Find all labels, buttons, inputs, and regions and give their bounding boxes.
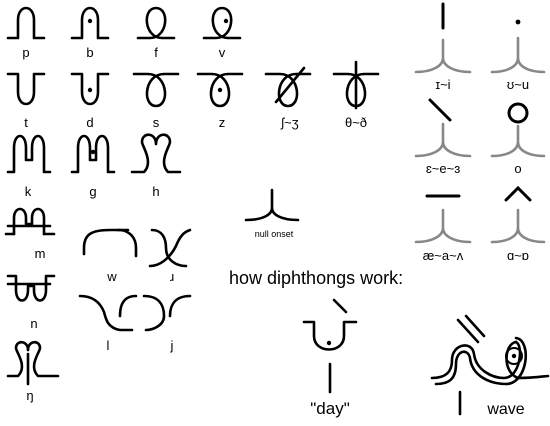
example-day-label: "day"	[310, 399, 349, 418]
label-vowel-ao: ɑ~ɒ	[507, 248, 529, 263]
glyph-r: ɹ	[148, 228, 192, 284]
label-g: g	[89, 184, 96, 199]
vowel-i: ɪ~i	[414, 2, 472, 92]
vowel-u: ʊ~u	[490, 19, 546, 92]
label-k: k	[25, 184, 32, 199]
glyph-g: g	[70, 134, 116, 199]
glyph-l: l	[78, 294, 138, 353]
glyph-h: h	[130, 133, 182, 199]
diphthong-heading: how diphthongs work:	[229, 268, 403, 288]
vowel-e: ɛ~e~ɜ	[414, 98, 472, 176]
null-onset-label: null onset	[255, 229, 294, 239]
vowel-o: o	[490, 102, 546, 176]
label-s: s	[153, 115, 160, 130]
glyph-k: k	[6, 134, 52, 199]
label-t: t	[24, 115, 28, 130]
glyph-ng: ŋ	[6, 340, 60, 403]
label-vowel-i: ɪ~i	[435, 77, 450, 92]
glyph-n: n	[6, 274, 56, 331]
label-j: j	[170, 338, 174, 353]
label-sh: ʃ~ʒ	[280, 115, 299, 130]
diphthong-example-day: "day"	[302, 298, 358, 418]
glyph-p: p	[6, 6, 46, 60]
diphthong-example-wave: wave	[430, 314, 550, 418]
label-vowel-a: æ~a~ʌ	[423, 248, 464, 263]
label-d: d	[86, 115, 93, 130]
glyph-b: b	[70, 6, 110, 60]
label-f: f	[154, 45, 158, 60]
glyph-w: w	[82, 228, 138, 284]
label-vowel-u: ʊ~u	[507, 77, 529, 92]
label-h: h	[152, 184, 159, 199]
glyph-m: m	[4, 207, 56, 261]
label-vowel-o: o	[514, 161, 521, 176]
glyph-j: j	[142, 294, 192, 353]
label-m: m	[35, 246, 46, 261]
label-vowel-e: ɛ~e~ɜ	[426, 161, 460, 176]
label-l: l	[107, 338, 110, 353]
label-n: n	[30, 316, 37, 331]
label-th: θ~ð	[345, 115, 367, 130]
label-p: p	[22, 45, 29, 60]
label-ng: ŋ	[26, 388, 33, 403]
glyph-z: z	[196, 72, 244, 130]
glyph-f: f	[136, 6, 176, 60]
vowel-ao: ɑ~ɒ	[490, 185, 546, 263]
label-b: b	[86, 45, 93, 60]
label-r: ɹ	[170, 269, 174, 284]
example-wave-label: wave	[486, 401, 524, 418]
glyph-d: d	[70, 72, 110, 130]
null-onset-glyph: null onset	[244, 188, 300, 239]
glyph-sh: ʃ~ʒ	[264, 66, 312, 130]
glyph-s: s	[132, 72, 180, 130]
glyph-th: θ~ð	[332, 60, 380, 130]
vowel-a: æ~a~ʌ	[414, 194, 472, 263]
label-z: z	[219, 115, 226, 130]
label-w: w	[106, 269, 117, 284]
label-v: v	[219, 45, 226, 60]
glyph-t: t	[6, 72, 46, 130]
glyph-v: v	[202, 6, 242, 60]
